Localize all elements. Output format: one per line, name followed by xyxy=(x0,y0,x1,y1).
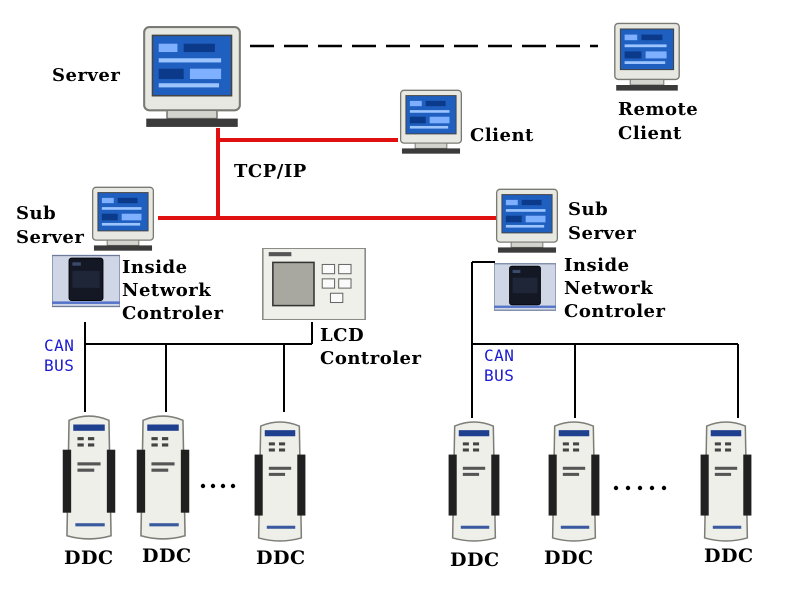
ddc-module-icon xyxy=(62,415,116,540)
ddc-module-icon xyxy=(448,421,500,542)
ddc-label: DDC xyxy=(142,545,192,567)
inside-network-controller-left-label-line1: Inside xyxy=(122,257,188,278)
lcd-controller-label-line1: LCD xyxy=(320,325,365,346)
ddc-module-icon xyxy=(254,421,306,542)
inside-network-controller-right-icon xyxy=(494,263,556,311)
ddc-module-icon xyxy=(548,421,600,542)
ddc-module-icon xyxy=(136,415,190,540)
can-bus-left-label-line2: BUS xyxy=(44,356,75,375)
client-label: Client xyxy=(470,125,534,146)
lcd-controller-icon xyxy=(262,248,366,320)
inside-network-controller-left-label-line3: Controler xyxy=(122,303,224,324)
ddc-label: DDC xyxy=(544,547,594,569)
inside-network-controller-left-label-line2: Network xyxy=(122,280,212,301)
inside-network-controller-right-label-line1: Inside xyxy=(564,255,630,276)
remote-client-monitor-icon xyxy=(614,22,680,92)
ddc-label: DDC xyxy=(450,549,500,571)
lcd-controller-label-line2: Controler xyxy=(320,348,422,369)
remote-client-label-line2: Client xyxy=(618,123,682,144)
inside-network-controller-left-icon xyxy=(52,254,120,308)
ddc-label: DDC xyxy=(704,545,754,567)
sub-server-right-monitor-icon xyxy=(495,188,559,254)
inside-network-controller-right-label-line3: Controler xyxy=(564,301,666,322)
ellipsis-dots-right xyxy=(613,485,667,491)
ddc-label: DDC xyxy=(256,547,306,569)
sub-server-left-label-line1: Sub xyxy=(16,203,57,224)
sub-server-left-monitor-icon xyxy=(91,186,155,252)
ddc-module-icon xyxy=(700,421,752,542)
can-bus-right-label-line2: BUS xyxy=(484,366,515,385)
tcpip-label: TCP/IP xyxy=(234,161,307,182)
ddc-label: DDC xyxy=(64,547,114,569)
ellipsis-dots-left xyxy=(200,483,236,489)
inside-network-controller-right-label-line2: Network xyxy=(564,278,654,299)
can-bus-left-label-line1: CAN xyxy=(44,336,75,355)
sub-server-right-label-line2: Server xyxy=(568,223,637,244)
server-monitor-icon xyxy=(143,26,241,128)
sub-server-right-label-line1: Sub xyxy=(568,199,609,220)
can-bus-right-label-line1: CAN xyxy=(484,346,515,365)
sub-server-left-label-line2: Server xyxy=(16,227,85,248)
server-label: Server xyxy=(52,65,121,86)
remote-client-label-line1: Remote xyxy=(618,99,699,120)
client-monitor-icon xyxy=(399,89,463,155)
